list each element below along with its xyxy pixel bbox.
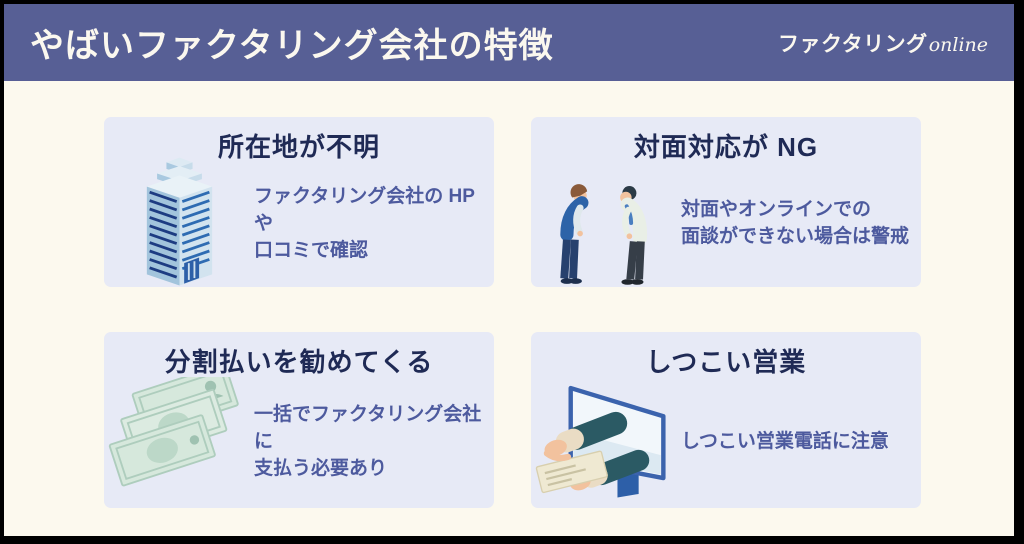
body-line: 支払う必要あり <box>254 457 388 479</box>
building-icon <box>104 153 254 293</box>
body-line: 面談ができない場合は警戒 <box>681 226 910 247</box>
card-content-row: 一括でファクタリング会社に 支払う必要あり <box>104 377 494 505</box>
banknotes-icon <box>104 377 254 505</box>
card-body-text: ファクタリング会社の HP や 口コミで確認 <box>254 183 494 264</box>
page-title: やばいファクタリング会社の特徴 <box>30 27 554 65</box>
brand-logo-suffix: online <box>928 33 988 56</box>
brand-logo: ファクタリング online <box>778 28 988 58</box>
card-body-text: 一括でファクタリング会社に 支払う必要あり <box>254 401 494 482</box>
bowing-people-icon <box>531 157 681 289</box>
body-line: ファクタリング会社の HP や <box>254 185 475 234</box>
body-line: 対面やオンラインでの <box>681 199 872 220</box>
monitor-hands-icon <box>531 377 681 505</box>
card-body-text: しつこい営業電話に注意 <box>681 428 921 455</box>
card-installment-push: 分割払いを勧めてくる <box>104 332 494 508</box>
card-location-unknown: 所在地が不明 <box>104 117 494 287</box>
body-line: 口コミで確認 <box>254 239 369 261</box>
brand-logo-main: ファクタリング <box>778 32 928 56</box>
card-title: 分割払いを勧めてくる <box>164 347 434 377</box>
card-content-row: ファクタリング会社の HP や 口コミで確認 <box>104 157 494 286</box>
card-content-row: しつこい営業電話に注意 <box>531 379 921 503</box>
card-persistent-sales: しつこい営業 <box>531 332 921 508</box>
card-title: しつこい営業 <box>645 347 807 377</box>
card-body-text: 対面やオンラインでの 面談ができない場合は警戒 <box>681 196 921 250</box>
card-title: 所在地が不明 <box>217 132 380 162</box>
infographic-canvas: やばいファクタリング会社の特徴 ファクタリング online 所在地が不明 <box>4 4 1014 536</box>
card-content-row: 対面やオンラインでの 面談ができない場合は警戒 <box>531 164 921 285</box>
card-no-face-to-face: 対面対応が NG <box>531 117 921 287</box>
header-bar: やばいファクタリング会社の特徴 ファクタリング online <box>4 4 1014 81</box>
body-line: しつこい営業電話に注意 <box>681 430 889 452</box>
body-line: 一括でファクタリング会社に <box>254 403 482 452</box>
card-title: 対面対応が NG <box>633 132 819 162</box>
